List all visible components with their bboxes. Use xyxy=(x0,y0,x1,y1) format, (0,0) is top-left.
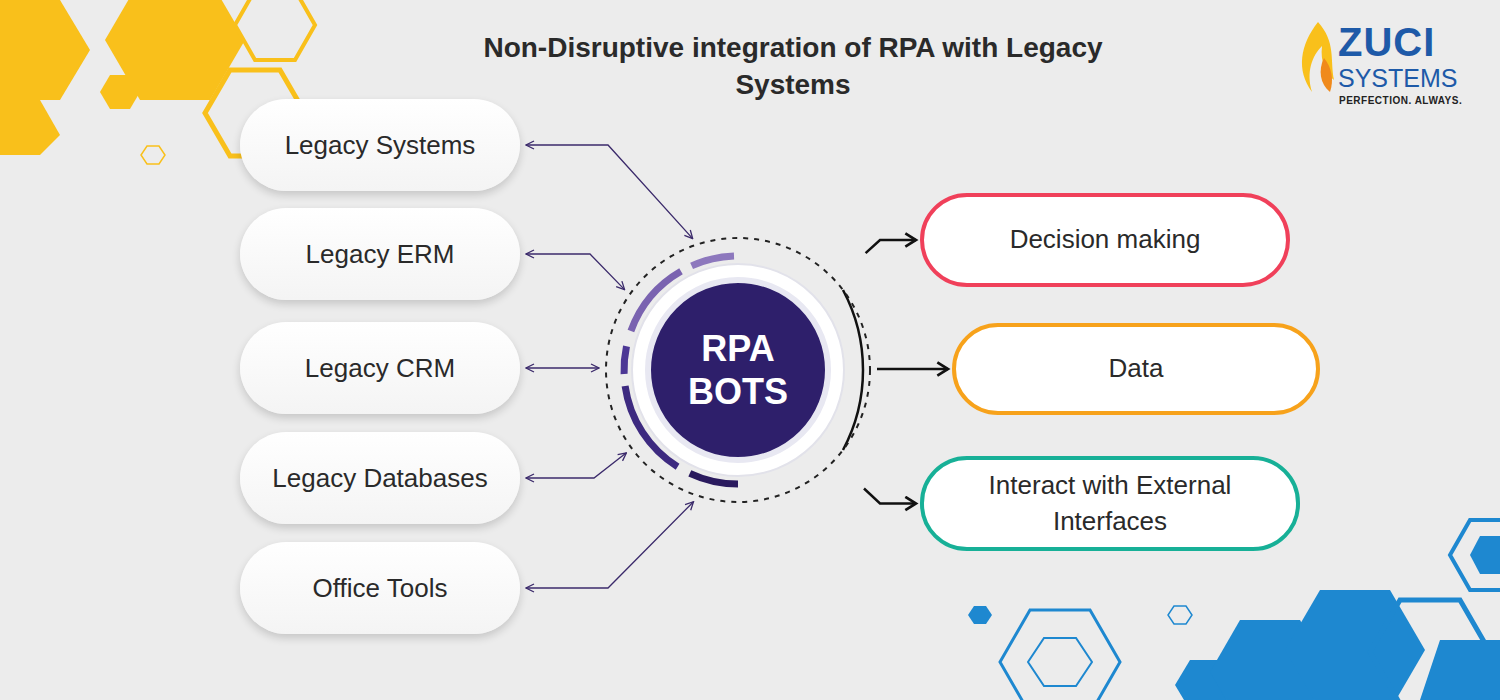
bot-circle: RPA BOTS xyxy=(603,235,873,505)
right-bracket-arc xyxy=(843,290,863,450)
output-box: Decision making xyxy=(920,193,1290,287)
connector xyxy=(877,368,948,371)
source-box: Legacy Systems xyxy=(240,99,520,191)
node-text: Legacy ERM xyxy=(306,239,455,270)
source-box: Legacy Databases xyxy=(240,432,520,524)
output-box: Data xyxy=(952,323,1320,415)
source-box: Office Tools xyxy=(240,542,520,634)
logo-text: ZUCI xyxy=(1338,22,1435,62)
connector xyxy=(526,502,694,588)
logo-text: SYSTEMS xyxy=(1338,66,1457,91)
circle-outline xyxy=(603,235,873,505)
connector xyxy=(526,367,599,368)
connector xyxy=(526,254,625,290)
node-text: Legacy CRM xyxy=(305,353,455,384)
node-text: RPA BOTS xyxy=(673,327,803,413)
node-text: Legacy Systems xyxy=(285,130,476,161)
node-text: Legacy Databases xyxy=(272,463,487,494)
output-box: Interact with External Interfaces xyxy=(920,456,1300,551)
connector xyxy=(866,240,916,253)
logo-text: PERFECTION. ALWAYS. xyxy=(1339,96,1462,106)
node-text: Office Tools xyxy=(313,573,448,604)
node-text: Data xyxy=(1109,351,1164,386)
node-text: Interact with External Interfaces xyxy=(950,468,1270,538)
source-box: Legacy CRM xyxy=(240,322,520,414)
source-box: Legacy ERM xyxy=(240,208,520,300)
connector xyxy=(864,489,916,504)
connector xyxy=(526,145,693,239)
node-text: Decision making xyxy=(1010,222,1201,257)
diagram-title: Non-Disruptive integration of RPA with L… xyxy=(473,30,1113,104)
connector xyxy=(526,453,626,478)
logo-flame xyxy=(1302,22,1334,92)
